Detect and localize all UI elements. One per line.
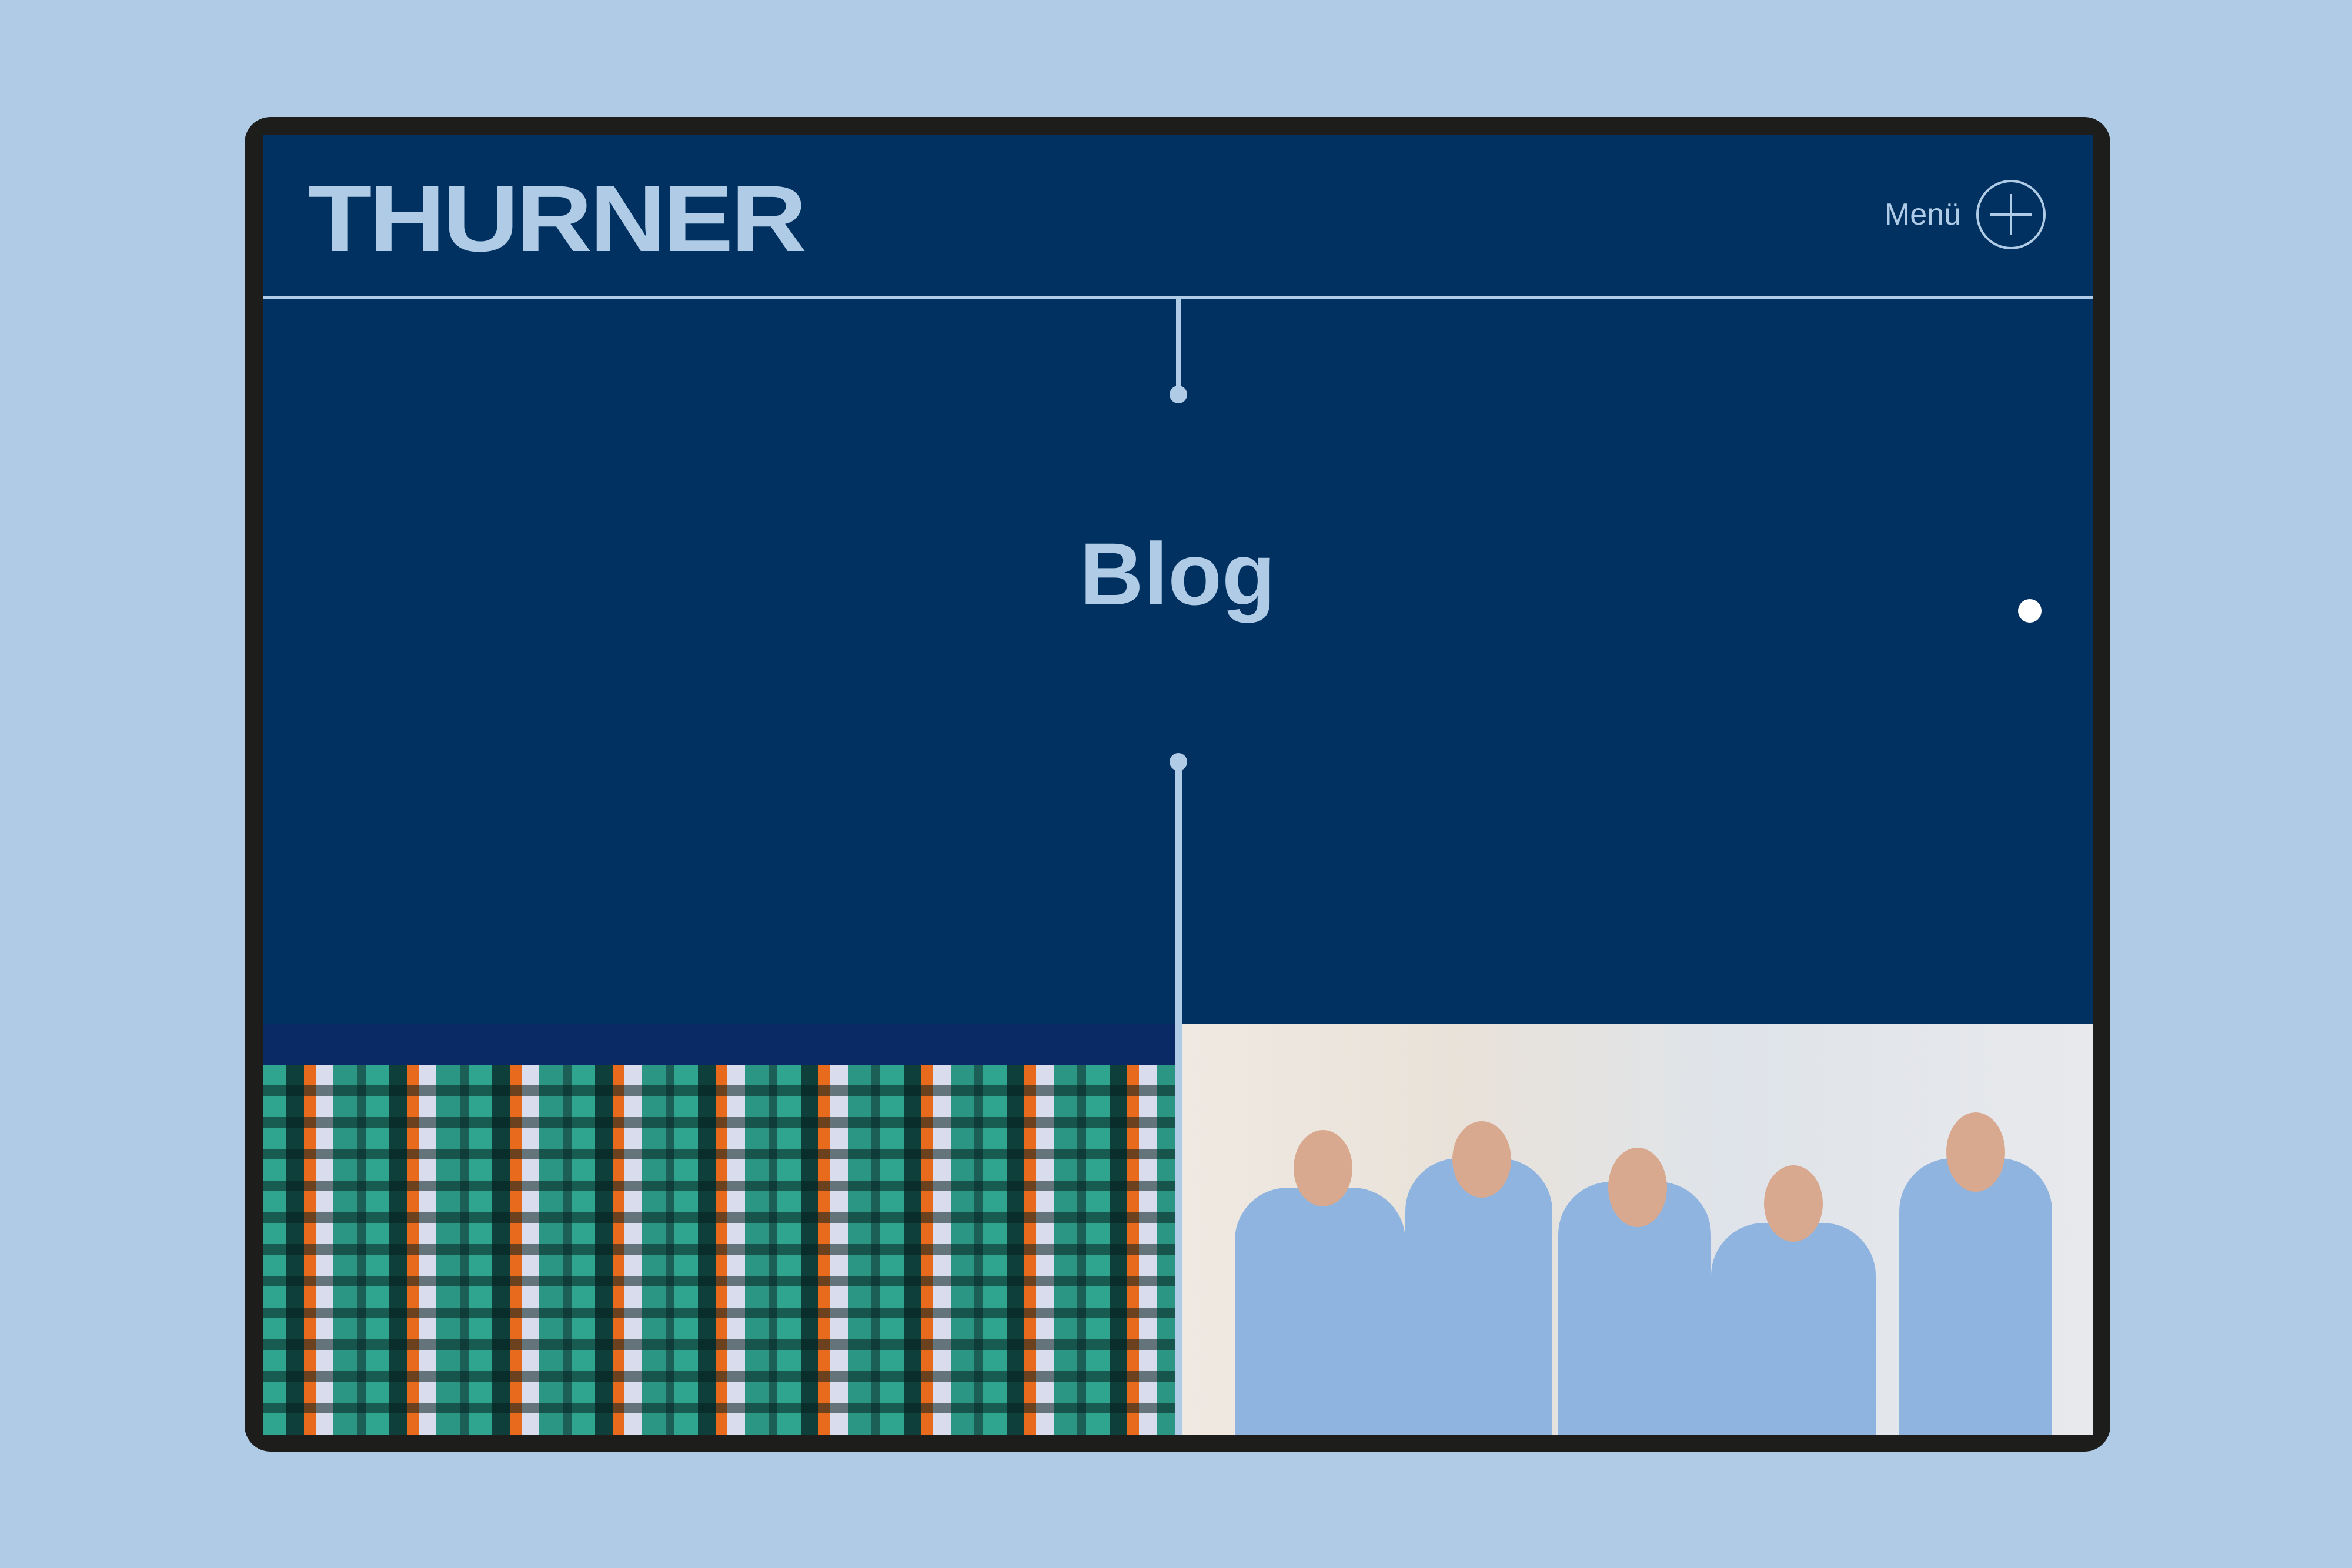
menu-label: Menü [1884, 198, 1961, 232]
connector-line-bottom [1175, 762, 1182, 1435]
terminal-blocks-image [263, 1024, 1175, 1435]
page-title: Blog [1080, 524, 1276, 623]
page-screen: THURNER Menü Blog [263, 135, 2093, 1435]
scroll-indicator-dot[interactable] [2018, 599, 2042, 623]
logo[interactable]: THURNER [308, 166, 807, 271]
connector-line-top [1176, 297, 1181, 392]
plus-icon [1976, 180, 2046, 249]
menu-button[interactable]: Menü [1885, 180, 2046, 249]
connector-dot-top [1170, 386, 1187, 403]
team-photo-image [1182, 1024, 2093, 1435]
